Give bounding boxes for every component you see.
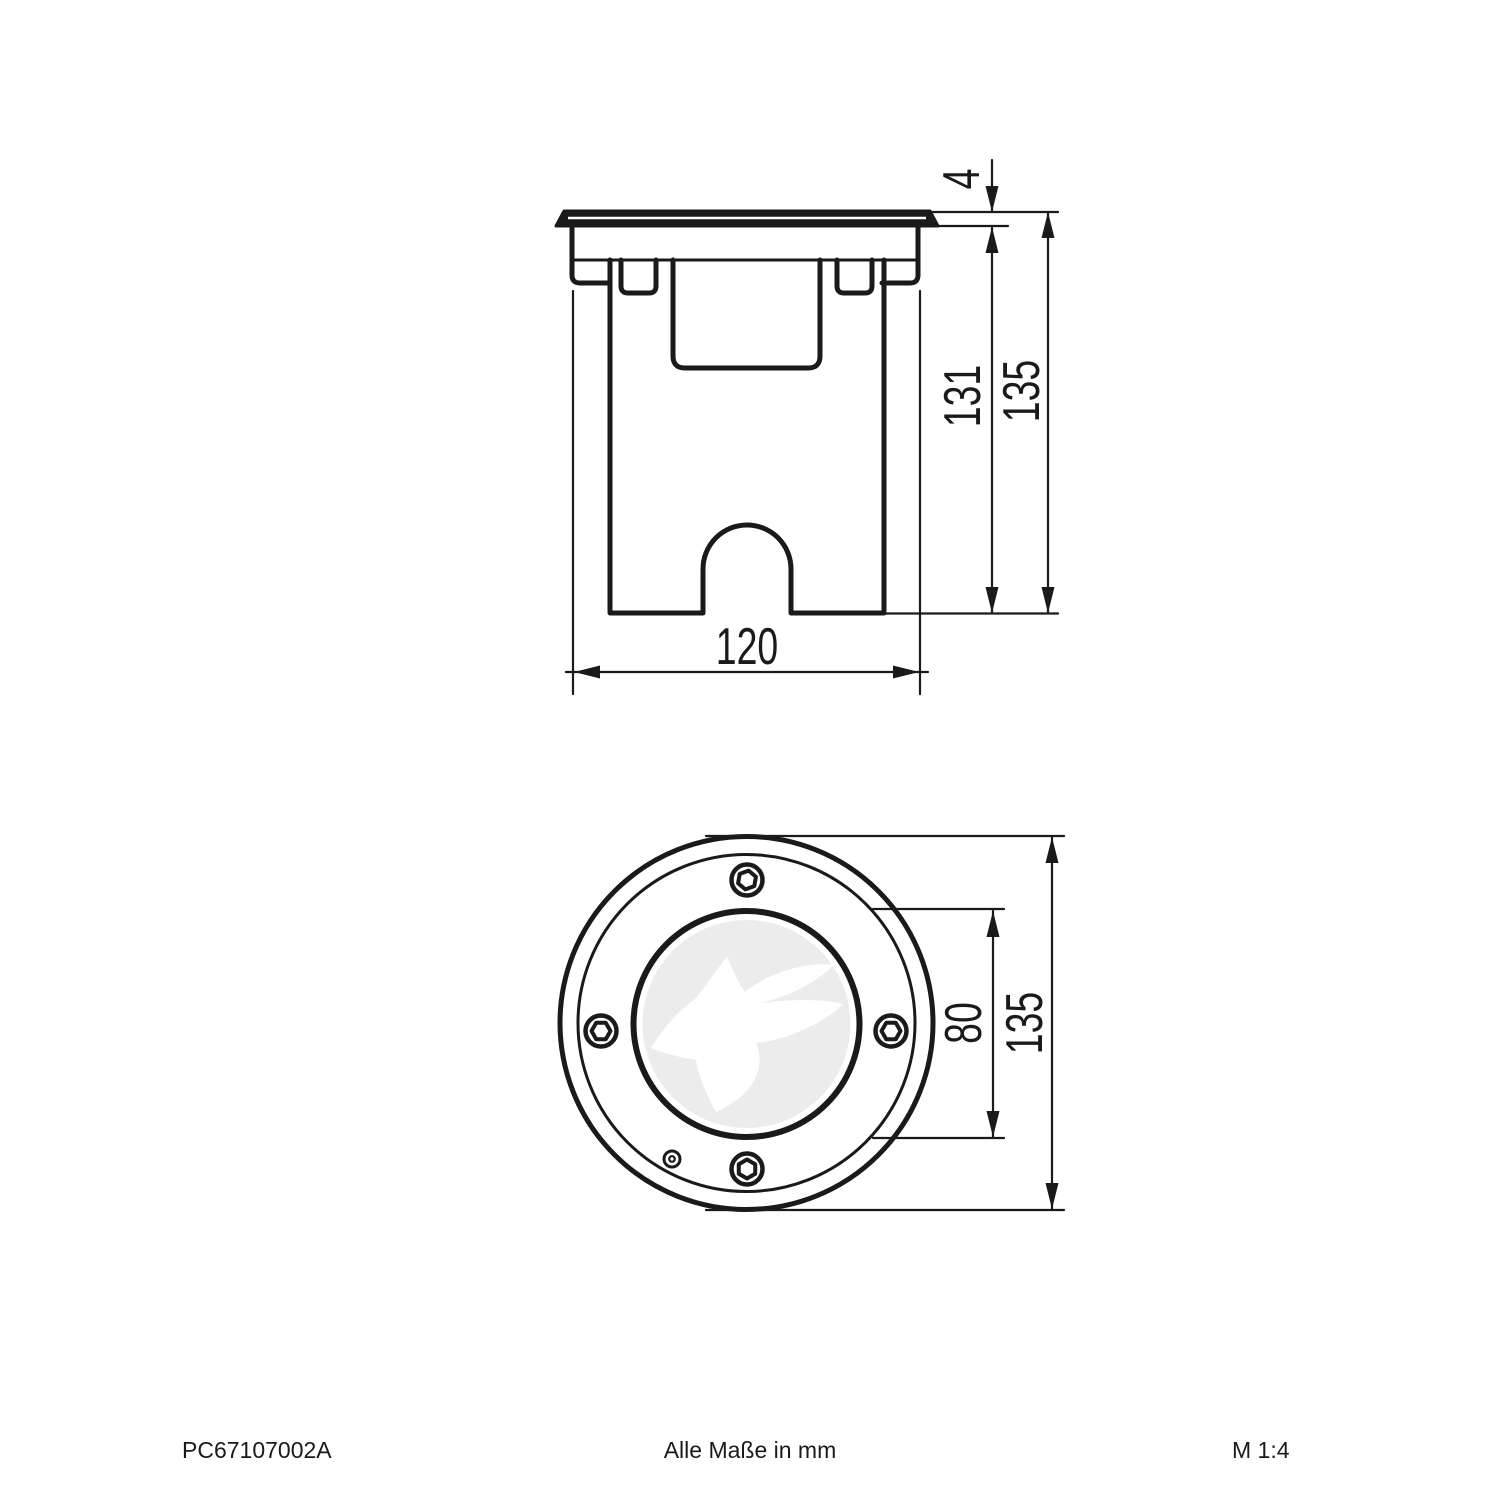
part-number: PC67107002A [182, 1437, 332, 1463]
housing-right-wall [879, 224, 921, 286]
dimension-body-width: 120 [564, 617, 930, 679]
dimension-flange-thickness: 4 [932, 158, 999, 214]
front-extension-lines [704, 834, 1066, 1212]
logo-swoosh [651, 956, 843, 1112]
inner-rim-circle [576, 853, 917, 1193]
front-view: 80 135 [557, 834, 1066, 1212]
screw-right [873, 1013, 909, 1049]
dim-label-flange-thickness: 4 [932, 169, 991, 190]
dim-label-body-width: 120 [716, 617, 778, 676]
drain-hole [662, 1149, 682, 1169]
mounting-tab-right [834, 257, 875, 296]
dimension-outer-diameter: 135 [995, 835, 1059, 1211]
dim-label-lens-diameter: 80 [934, 1002, 993, 1044]
side-extension-lines [571, 210, 1060, 696]
gear-box [670, 257, 823, 371]
dimension-lens-diameter: 80 [934, 909, 1000, 1139]
mounting-tab-left [618, 257, 659, 296]
housing-left-wall [569, 224, 611, 286]
dimension-total-height: 135 [992, 210, 1055, 615]
units-note: Alle Maße in mm [664, 1437, 837, 1463]
footer: PC67107002A Alle Maße in mm M 1:4 [182, 1437, 1290, 1463]
lens-ring [630, 908, 863, 1140]
screw-top [729, 862, 765, 898]
screw-bottom [729, 1151, 765, 1187]
screw-left [583, 1013, 619, 1049]
dim-label-outer-diameter: 135 [995, 992, 1054, 1054]
dimension-body-height: 131 [933, 225, 999, 615]
side-view: 4 131 135 120 [554, 158, 1060, 696]
can-bottom-cable-arch [607, 522, 887, 616]
dim-label-total-height: 135 [992, 360, 1051, 422]
drawing-scale: M 1:4 [1232, 1437, 1290, 1463]
dim-label-body-height: 131 [933, 365, 992, 427]
